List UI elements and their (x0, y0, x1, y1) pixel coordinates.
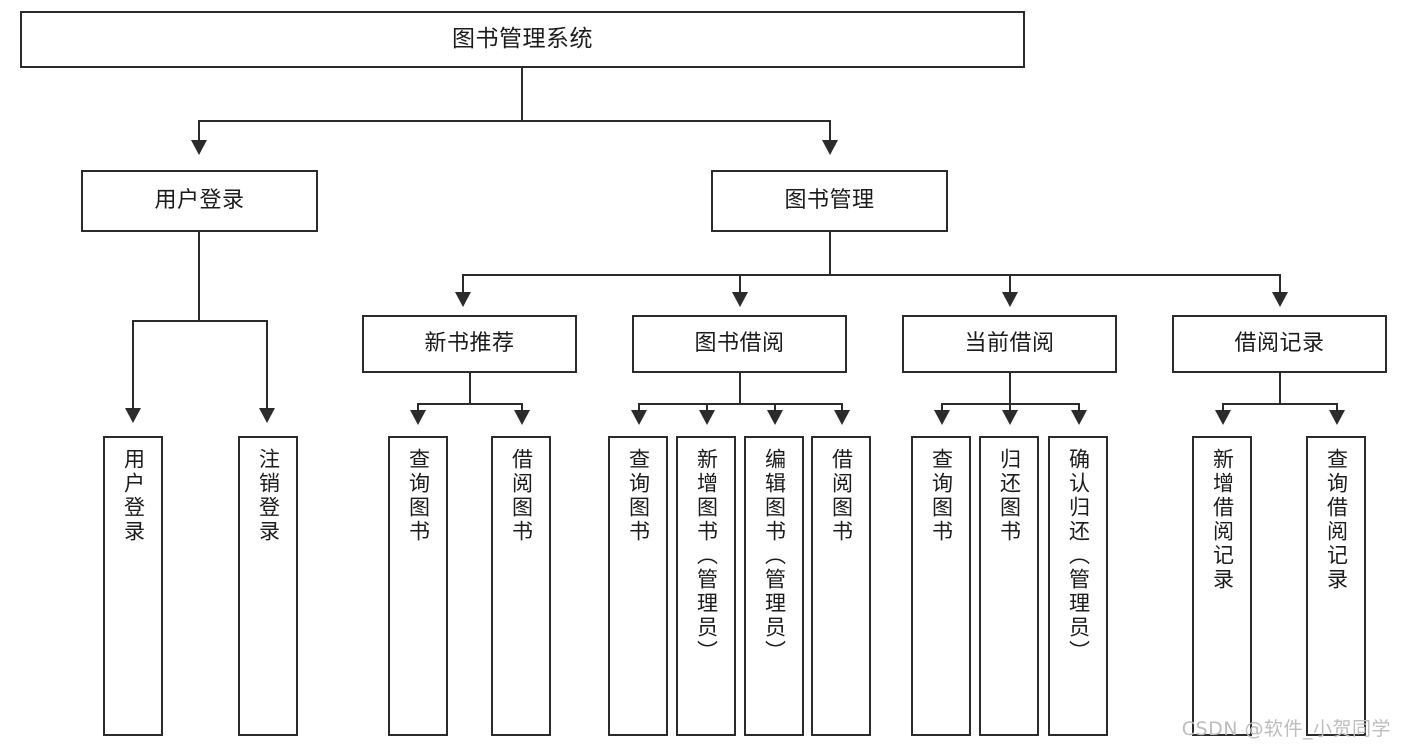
arrowhead-user-login-child2 (259, 408, 275, 423)
connector-borrow-record-stem (1279, 373, 1281, 405)
connector-new-book-stem (469, 373, 471, 405)
node-borrow-record[interactable]: 借阅记录 (1172, 315, 1387, 373)
connector-to-borrow-record (1279, 274, 1281, 300)
node-label: 借阅图书 (829, 448, 854, 544)
node-label: 查询图书 (929, 448, 954, 544)
node-label: 图书借阅 (694, 331, 785, 357)
connector-to-user-login (198, 120, 200, 148)
connector-to-current-borrow (1009, 274, 1011, 300)
arrowhead-current-borrow-child1 (934, 410, 950, 425)
node-label: 图书管理 (784, 188, 875, 214)
connector-book-management-stem (829, 232, 831, 276)
connector-user-login-stem (198, 232, 200, 322)
node-user-login[interactable]: 用户登录 (81, 170, 318, 232)
connector-book-management-bus (462, 274, 1281, 276)
leaf-new-book-query-book[interactable]: 查询图书 (388, 436, 448, 736)
connector-book-borrow-stem (739, 373, 741, 405)
node-label: 注销登录 (256, 448, 281, 544)
arrowhead-book-borrow-child1 (631, 410, 647, 425)
connector-to-new-book-recommend (462, 274, 464, 300)
connector-book-borrow-bus (638, 403, 843, 405)
arrowhead-user-login-child1 (125, 408, 141, 423)
connector-current-borrow-stem (1009, 373, 1011, 405)
arrowhead-book-borrow-child2 (699, 410, 715, 425)
arrowhead-borrow-record-child2 (1329, 410, 1345, 425)
leaf-current-borrow-query-book[interactable]: 查询图书 (911, 436, 971, 736)
arrowhead-to-current-borrow (1002, 292, 1018, 307)
connector-user-login-bus (132, 320, 266, 322)
node-label: 借阅记录 (1234, 331, 1325, 357)
arrowhead-to-new-book-recommend (455, 292, 471, 307)
node-label: 图书管理系统 (452, 25, 593, 52)
arrowhead-to-book-borrow (732, 292, 748, 307)
node-label: 新增图书（管理员） (694, 448, 719, 664)
leaf-user-login-login[interactable]: 用户登录 (103, 436, 163, 736)
arrowhead-to-user-login (191, 140, 207, 155)
leaf-new-book-borrow-book[interactable]: 借阅图书 (491, 436, 551, 736)
connector-new-book-bus (417, 403, 523, 405)
node-label: 查询借阅记录 (1324, 448, 1349, 592)
node-label: 当前借阅 (964, 331, 1055, 357)
node-label: 用户登录 (121, 448, 146, 544)
node-book-management[interactable]: 图书管理 (711, 170, 948, 232)
connector-root-bus (198, 120, 831, 122)
connector-user-login-child2 (266, 320, 268, 416)
leaf-user-login-logout[interactable]: 注销登录 (238, 436, 298, 736)
connector-root-stem (521, 68, 523, 121)
node-label: 新书推荐 (424, 331, 515, 357)
node-book-borrow[interactable]: 图书借阅 (632, 315, 847, 373)
node-root-book-management-system[interactable]: 图书管理系统 (20, 11, 1025, 68)
node-label: 查询图书 (626, 448, 651, 544)
arrowhead-current-borrow-child3 (1071, 410, 1087, 425)
leaf-book-borrow-borrow-book[interactable]: 借阅图书 (811, 436, 871, 736)
leaf-book-borrow-edit-book-admin[interactable]: 编辑图书（管理员） (744, 436, 804, 736)
node-label: 确认归还（管理员） (1066, 448, 1091, 664)
leaf-current-borrow-confirm-return-admin[interactable]: 确认归还（管理员） (1048, 436, 1108, 736)
leaf-current-borrow-return-book[interactable]: 归还图书 (979, 436, 1039, 736)
arrowhead-book-borrow-child4 (834, 410, 850, 425)
connector-to-book-management (829, 120, 831, 148)
leaf-book-borrow-add-book-admin[interactable]: 新增图书（管理员） (676, 436, 736, 736)
node-label: 用户登录 (154, 188, 245, 214)
arrowhead-to-borrow-record (1272, 292, 1288, 307)
node-label: 新增借阅记录 (1210, 448, 1235, 592)
arrowhead-new-book-child1 (410, 410, 426, 425)
node-label: 归还图书 (997, 448, 1022, 544)
arrowhead-current-borrow-child2 (1002, 410, 1018, 425)
node-label: 借阅图书 (509, 448, 534, 544)
node-label: 查询图书 (406, 448, 431, 544)
leaf-borrow-record-add-record[interactable]: 新增借阅记录 (1192, 436, 1252, 736)
connector-borrow-record-bus (1222, 403, 1338, 405)
arrowhead-book-borrow-child3 (767, 410, 783, 425)
node-current-borrow[interactable]: 当前借阅 (902, 315, 1117, 373)
leaf-borrow-record-query-record[interactable]: 查询借阅记录 (1306, 436, 1366, 736)
arrowhead-new-book-child2 (514, 410, 530, 425)
arrowhead-borrow-record-child1 (1215, 410, 1231, 425)
arrowhead-to-book-management (822, 140, 838, 155)
connector-user-login-child1 (132, 320, 134, 416)
csdn-watermark: CSDN @软件_小贺同学 (1181, 718, 1391, 740)
node-label: 编辑图书（管理员） (762, 448, 787, 664)
connector-to-book-borrow (739, 274, 741, 300)
leaf-book-borrow-query-book[interactable]: 查询图书 (608, 436, 668, 736)
node-new-book-recommend[interactable]: 新书推荐 (362, 315, 577, 373)
